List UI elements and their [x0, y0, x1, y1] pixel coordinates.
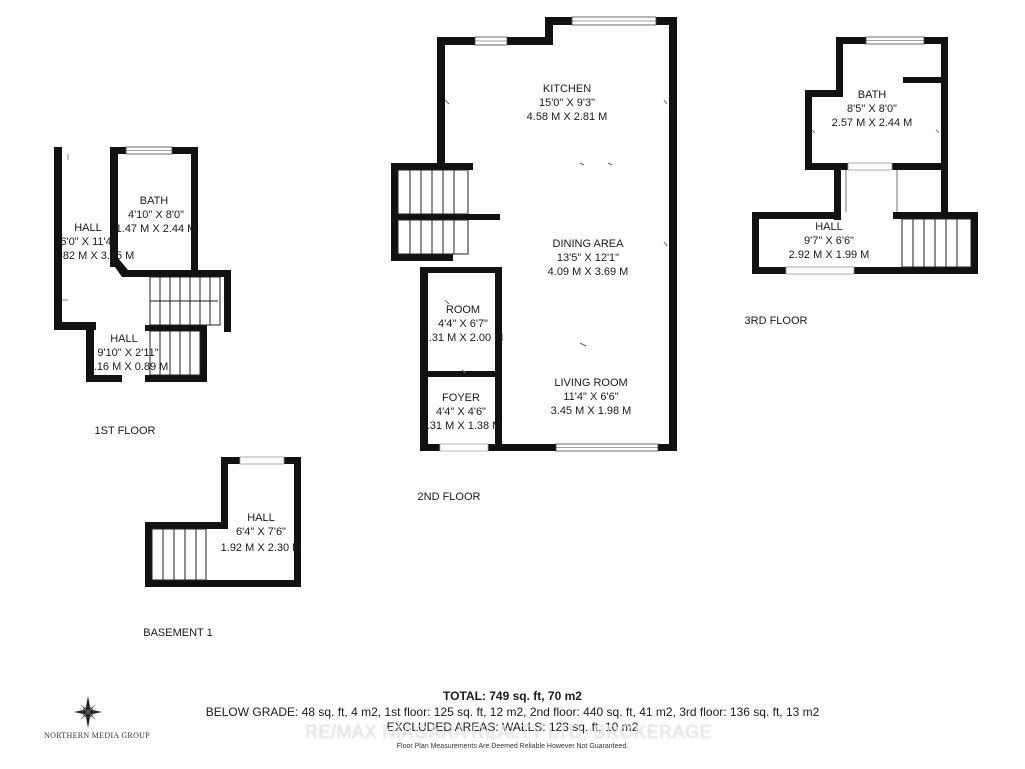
second-floor-marks — [444, 99, 668, 374]
room-metric-bath-3f: 2.57 M X 2.44 M — [832, 117, 913, 129]
room-name-kitchen: KITCHEN — [543, 83, 591, 95]
excluded-areas: EXCLUDED AREAS: WALLS: 123 sq. ft, 10 m2 — [386, 720, 639, 734]
company-name: NORTHERN MEDIA GROUP — [44, 731, 150, 740]
brokerage-watermark: RE/MAX NIAGARA REALTY LTD, BROKERAGE — [305, 722, 713, 742]
room-imperial-foyer: 4'4" X 4'6" — [436, 406, 486, 418]
room-metric-living: 3.45 M X 1.98 M — [551, 405, 632, 417]
room-name-bath-3f: BATH — [858, 89, 887, 101]
first-floor-windows — [125, 146, 173, 155]
room-name-bath-1f: BATH — [140, 195, 169, 207]
room-name-dining: DINING AREA — [553, 238, 625, 250]
room-imperial-bath-1f: 4'10" X 8'0" — [128, 209, 184, 221]
room-imperial-hall-1f: 6'0" X 11'4" — [60, 236, 115, 248]
floor-label-first: 1ST FLOOR — [95, 425, 156, 437]
total-area: TOTAL: 749 sq. ft, 70 m2 — [443, 689, 582, 703]
room-name-living: LIVING ROOM — [554, 377, 627, 389]
basement-windows — [239, 456, 285, 465]
first-floor-stairs — [149, 276, 221, 376]
third-floor-plan: BATH 8'5" X 8'0" 2.57 M X 2.44 M HALL 9'… — [745, 36, 978, 327]
room-metric-hall2-1f: 1.16 M X 0.89 M — [88, 361, 169, 373]
room-metric-hall-1f: 1.82 M X 3.45 M — [54, 250, 135, 262]
second-floor-plan: KITCHEN 15'0" X 9'3" 4.58 M X 2.81 M DIN… — [391, 16, 677, 503]
room-metric-bath-1f: 1.47 M X 2.44 M — [116, 223, 197, 235]
floor-label-third: 3RD FLOOR — [745, 315, 808, 327]
room-imperial-kitchen: 15'0" X 9'3" — [539, 97, 595, 109]
area-breakdown: BELOW GRADE: 48 sq. ft, 4 m2, 1st floor:… — [205, 705, 820, 719]
disclaimer: Floor Plan Measurements Are Deemed Relia… — [396, 743, 629, 750]
second-floor-windows — [439, 16, 659, 452]
second-floor-stairs — [397, 169, 469, 255]
third-floor-marks — [811, 129, 940, 212]
floor-label-second: 2ND FLOOR — [418, 491, 481, 503]
first-floor-plan: HALL 6'0" X 11'4" 1.82 M X 3.45 M BATH 4… — [54, 146, 231, 437]
room-metric-dining: 4.09 M X 3.69 M — [548, 266, 629, 278]
room-imperial-dining: 13'5" X 12'1" — [557, 252, 619, 264]
room-metric-kitchen: 4.58 M X 2.81 M — [527, 111, 608, 123]
room-imperial-room: 4'4" X 6'7" — [438, 318, 488, 330]
room-name-hall-basement: HALL — [247, 512, 275, 524]
room-imperial-hall-3f: 9'7" X 6'6" — [804, 235, 854, 247]
floor-label-basement: BASEMENT 1 — [143, 627, 213, 639]
room-imperial-bath-3f: 8'5" X 8'0" — [847, 103, 897, 115]
room-imperial-hall2-1f: 9'10" X 2'11" — [97, 347, 158, 359]
room-metric-room: 1.31 M X 2.00 M — [423, 332, 504, 344]
basement-plan: HALL 6'4" X 7'6" 1.92 M X 2.30 M BASEMEN… — [143, 456, 302, 639]
room-imperial-hall-basement: 6'4" X 7'6" — [236, 526, 286, 538]
room-name-hall-1f: HALL — [74, 222, 102, 234]
room-imperial-living: 11'4" X 6'6" — [563, 391, 618, 403]
first-floor-doors — [62, 154, 69, 301]
room-name-foyer: FOYER — [442, 392, 480, 404]
room-name-room: ROOM — [446, 304, 480, 316]
room-metric-foyer: 1.31 M X 1.38 M — [421, 420, 502, 432]
room-name-hall-3f: HALL — [815, 221, 843, 233]
third-floor-stairs — [901, 218, 972, 268]
third-floor-windows — [785, 36, 925, 275]
basement-stairs — [151, 528, 207, 581]
compass-rose-icon — [74, 696, 102, 728]
room-metric-hall-basement: 1.92 M X 2.30 M — [221, 542, 302, 554]
room-metric-hall-3f: 2.92 M X 1.99 M — [789, 249, 870, 261]
room-name-hall2-1f: HALL — [110, 333, 138, 345]
